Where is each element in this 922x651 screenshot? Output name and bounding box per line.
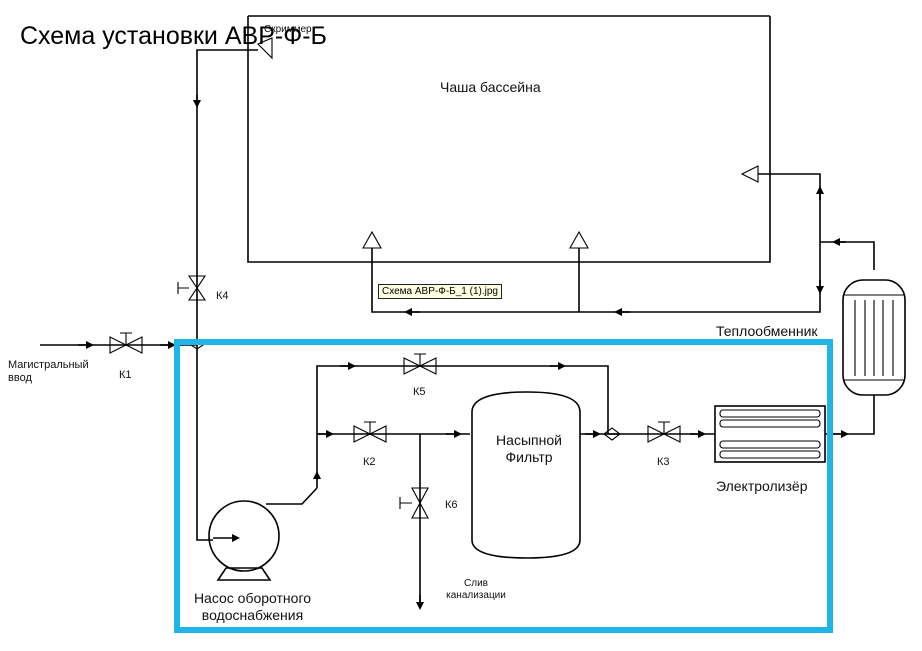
pool-bowl bbox=[247, 15, 771, 263]
pool-inlet-left-icon bbox=[362, 230, 382, 249]
pool-wall-inlet-icon bbox=[740, 165, 759, 183]
pump-label: Насос оборотного водоснабжения bbox=[193, 590, 312, 623]
valve-k4[interactable] bbox=[177, 275, 207, 301]
valve-k2-label: К2 bbox=[363, 456, 376, 468]
valve-k1[interactable] bbox=[109, 332, 143, 354]
valve-k4-label: К4 bbox=[216, 290, 229, 302]
valve-k6[interactable] bbox=[399, 487, 429, 519]
skimmer-return-pipe bbox=[196, 49, 258, 345]
valve-k3-label: К3 bbox=[657, 456, 670, 468]
diagram-title: Схема установки АВР-Ф-Б bbox=[20, 22, 327, 50]
pump-icon bbox=[208, 487, 318, 581]
pool-inlet-right-icon bbox=[569, 230, 589, 249]
skimmer-icon bbox=[257, 37, 273, 60]
drain-label: Слив канализации bbox=[446, 578, 506, 601]
electrolyzer-icon bbox=[714, 405, 826, 463]
equipment-room-frame bbox=[174, 339, 833, 633]
file-tooltip: Схема АВР-Ф-Б_1 (1).jpg bbox=[378, 284, 502, 299]
valve-k5-label: К5 bbox=[413, 386, 426, 398]
pool-label: Чаша бассейна bbox=[440, 79, 541, 95]
return-manifold bbox=[371, 173, 821, 313]
skimmer-label: Скриммер bbox=[264, 24, 312, 35]
valve-k3[interactable] bbox=[647, 421, 681, 443]
heat-exchanger-label: Теплообменник bbox=[716, 323, 818, 339]
valve-k2[interactable] bbox=[353, 421, 387, 443]
valve-k5[interactable] bbox=[403, 353, 437, 375]
main-input-label: Магистральный ввод bbox=[8, 359, 89, 384]
valve-k6-label: К6 bbox=[445, 499, 458, 511]
electrolyzer-label: Электролизёр bbox=[716, 478, 808, 494]
sand-filter-icon bbox=[471, 391, 581, 559]
valve-k1-label: К1 bbox=[119, 369, 132, 381]
heat-exchanger-icon bbox=[842, 279, 906, 396]
filter-label: Насыпной Фильтр bbox=[496, 432, 562, 465]
